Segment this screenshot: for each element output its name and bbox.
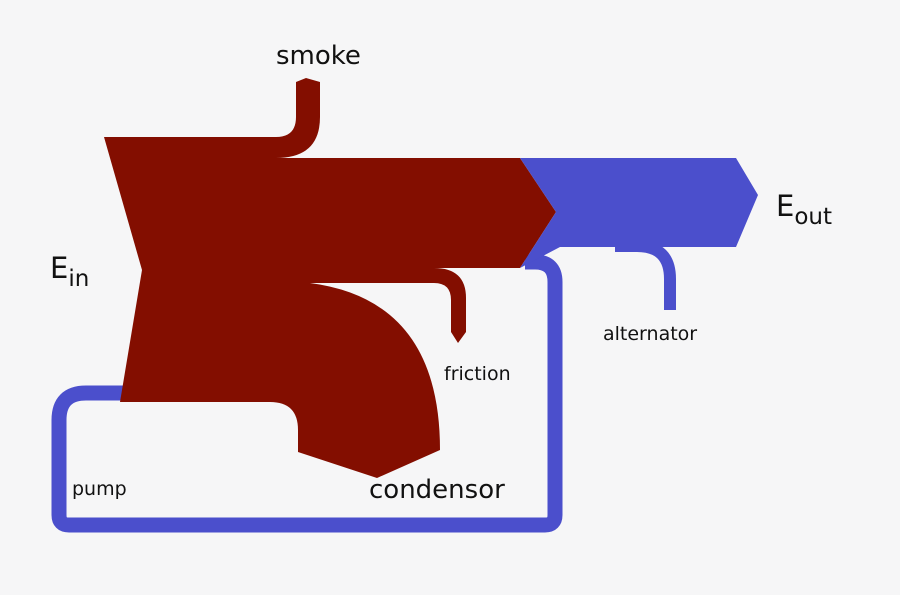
friction-flow bbox=[434, 268, 466, 343]
condensor-label: condensor bbox=[369, 475, 505, 505]
e-out-label: Eout bbox=[776, 189, 832, 230]
smoke-label: smoke bbox=[276, 41, 361, 71]
friction-label: friction bbox=[444, 363, 511, 385]
work-output-arrow bbox=[520, 158, 758, 268]
heat-flow-main bbox=[104, 137, 556, 478]
pump-loop-flow bbox=[51, 254, 563, 533]
pump-label: pump bbox=[72, 478, 127, 500]
alternator-label: alternator bbox=[603, 323, 697, 345]
alternator-flow bbox=[615, 240, 676, 310]
e-in-label: Ein bbox=[50, 251, 89, 292]
smoke-flow bbox=[276, 78, 320, 158]
